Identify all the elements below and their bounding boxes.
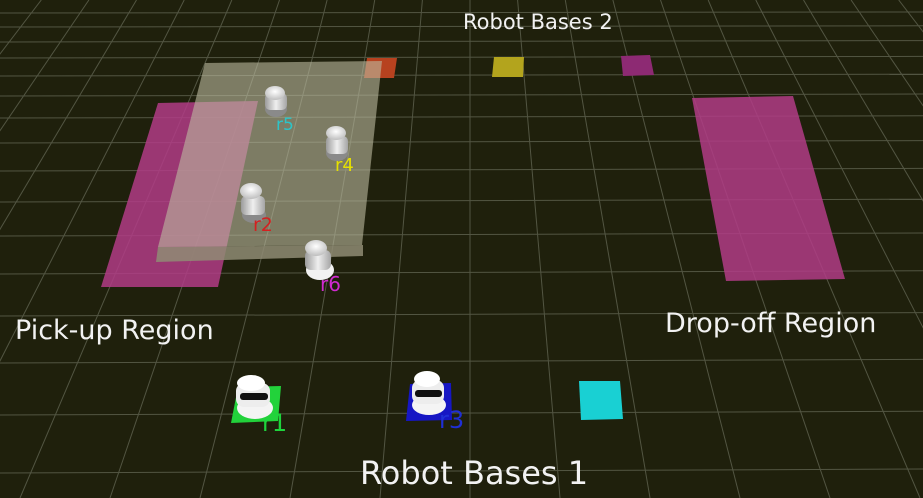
robot-r5[interactable] <box>265 86 287 117</box>
robot-label-r2: r2 <box>253 214 273 236</box>
label-robot-bases-1: Robot Bases 1 <box>360 454 588 492</box>
robot-label-r3: r3 <box>439 406 464 434</box>
label-dropoff-region: Drop-off Region <box>665 308 876 339</box>
robot-label-r1: r1 <box>262 409 287 437</box>
robot-label-r5: r5 <box>276 115 294 135</box>
label-robot-bases-2: Robot Bases 2 <box>463 10 613 34</box>
robot-label-r6: r6 <box>320 272 341 296</box>
robot-base-2-middle[interactable] <box>492 57 524 77</box>
label-pickup-region: Pick-up Region <box>15 315 214 346</box>
robot-label-r4: r4 <box>335 155 354 176</box>
robot-base-2-right[interactable] <box>621 55 654 76</box>
robot-base-1-empty[interactable] <box>579 381 623 420</box>
